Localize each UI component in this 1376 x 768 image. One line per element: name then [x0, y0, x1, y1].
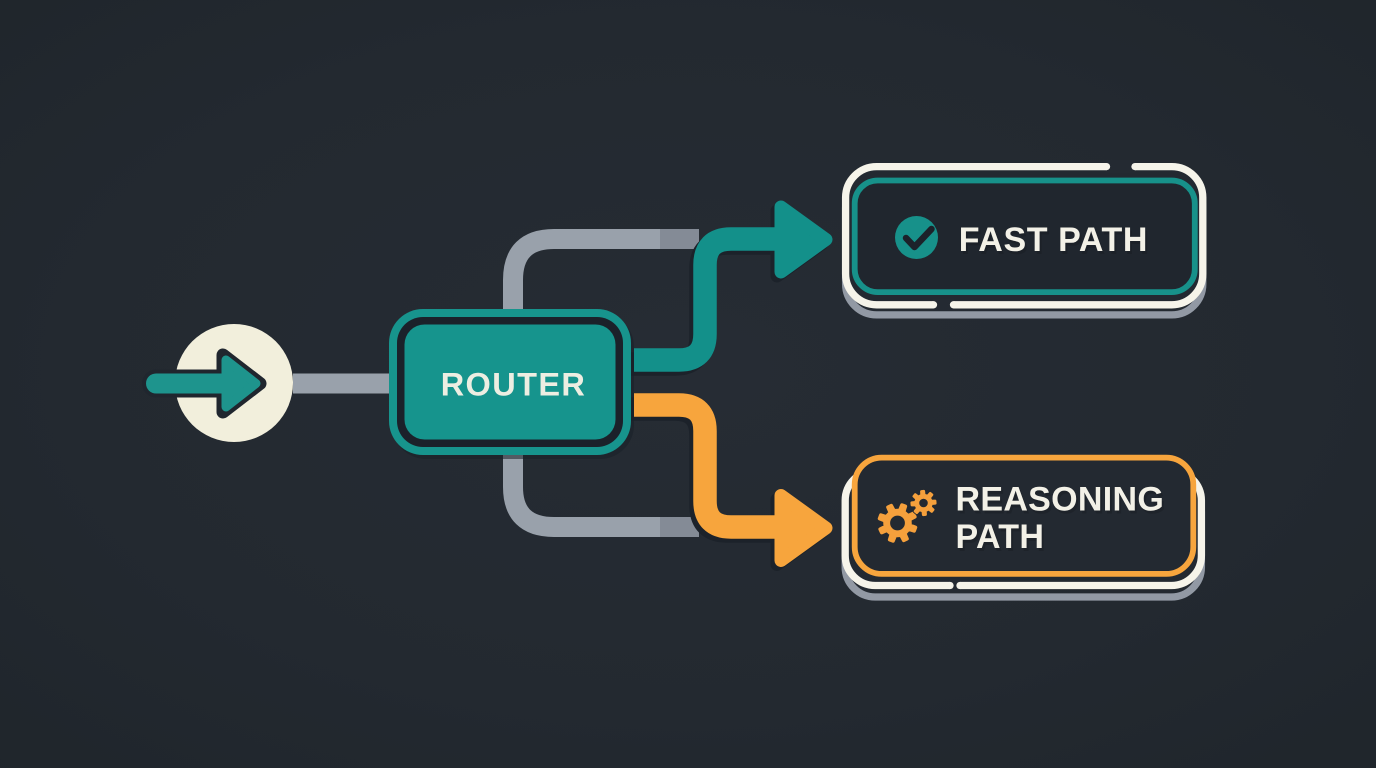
svg-text:FAST PATH: FAST PATH [961, 224, 1150, 262]
svg-text:REASONING: REASONING [958, 483, 1167, 521]
svg-text:PATH: PATH [958, 521, 1047, 559]
svg-text:REASONING: REASONING [956, 480, 1165, 518]
svg-text:PATH: PATH [956, 518, 1045, 556]
svg-text:FAST PATH: FAST PATH [959, 221, 1148, 259]
svg-text:ROUTER: ROUTER [441, 367, 587, 403]
